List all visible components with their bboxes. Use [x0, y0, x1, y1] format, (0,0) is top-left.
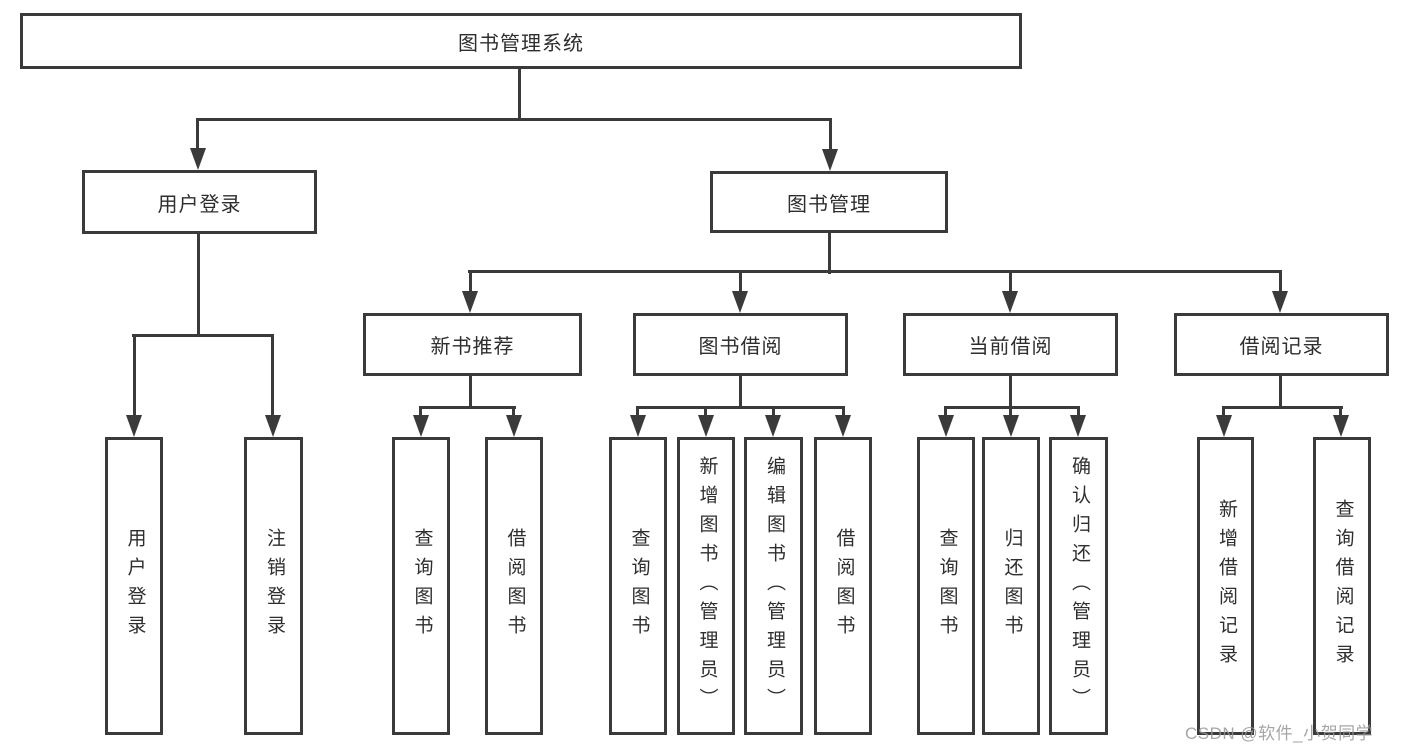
- connector: [133, 334, 136, 415]
- connector: [469, 376, 472, 409]
- connector: [636, 406, 639, 416]
- arrowhead: [462, 291, 478, 313]
- node-book-management: 图书管理: [710, 171, 948, 233]
- arrowhead: [765, 415, 781, 437]
- leaf-return-books: 归还图书: [982, 437, 1040, 735]
- connector: [1279, 270, 1282, 293]
- leaf-confirm-return-admin: 确认归还（管理员）: [1049, 437, 1108, 735]
- arrowhead: [938, 415, 954, 437]
- leaf-query-books-current: 查询图书: [917, 437, 975, 735]
- node-user-login: 用户登录: [82, 170, 317, 234]
- connector: [132, 334, 274, 337]
- node-library-management-system: 图书管理系统: [20, 13, 1022, 69]
- connector: [829, 118, 832, 152]
- connector: [842, 406, 845, 416]
- arrowhead: [190, 148, 206, 170]
- connector: [739, 376, 742, 409]
- connector: [512, 406, 515, 416]
- connector: [1009, 270, 1012, 293]
- connector: [828, 233, 831, 274]
- connector: [1009, 376, 1012, 409]
- connector: [1339, 406, 1342, 416]
- arrowhead: [698, 415, 714, 437]
- leaf-query-borrow-record: 查询借阅记录: [1313, 437, 1371, 735]
- arrowhead: [1002, 291, 1018, 313]
- connector: [772, 406, 775, 416]
- connector: [1222, 406, 1225, 416]
- node-new-book-recommendation: 新书推荐: [363, 313, 582, 376]
- connector: [419, 406, 516, 409]
- connector: [944, 406, 1080, 409]
- leaf-borrow-books: 借阅图书: [814, 437, 872, 735]
- node-current-borrowing: 当前借阅: [903, 313, 1118, 376]
- leaf-borrow-books-recommend: 借阅图书: [485, 437, 543, 735]
- node-borrowing-records: 借阅记录: [1174, 313, 1389, 376]
- connector: [419, 406, 422, 416]
- arrowhead: [1272, 291, 1288, 313]
- arrowhead: [265, 415, 281, 437]
- connector: [518, 69, 521, 121]
- connector: [468, 270, 1282, 273]
- connector: [271, 334, 274, 415]
- arrowhead: [835, 415, 851, 437]
- leaf-add-books-admin: 新增图书（管理员）: [677, 437, 735, 735]
- connector: [704, 406, 707, 416]
- connector: [469, 270, 472, 293]
- arrowhead: [1003, 415, 1019, 437]
- leaf-edit-books-admin: 编辑图书（管理员）: [744, 437, 803, 735]
- connector: [197, 234, 200, 337]
- arrowhead: [732, 291, 748, 313]
- leaf-user-login: 用户登录: [105, 437, 163, 735]
- connector: [739, 270, 742, 293]
- csdn-watermark: CSDN @软件_小贺同学: [1185, 724, 1374, 743]
- arrowhead: [1216, 415, 1232, 437]
- connector: [1279, 376, 1282, 409]
- connector: [636, 406, 845, 409]
- connector: [196, 118, 832, 121]
- leaf-query-books-recommend: 查询图书: [392, 437, 450, 735]
- arrowhead: [630, 415, 646, 437]
- arrowhead: [413, 415, 429, 437]
- arrowhead: [1070, 415, 1086, 437]
- arrowhead: [1333, 415, 1349, 437]
- arrowhead: [822, 149, 838, 171]
- connector: [1009, 406, 1012, 416]
- leaf-logout: 注销登录: [244, 437, 303, 735]
- connector: [1077, 406, 1080, 416]
- leaf-query-books-borrow: 查询图书: [609, 437, 667, 735]
- connector: [944, 406, 947, 416]
- arrowhead: [506, 415, 522, 437]
- connector: [1222, 406, 1343, 409]
- leaf-add-borrow-record: 新增借阅记录: [1197, 437, 1254, 735]
- node-book-borrowing: 图书借阅: [633, 313, 848, 376]
- arrowhead: [126, 415, 142, 437]
- connector: [196, 118, 199, 152]
